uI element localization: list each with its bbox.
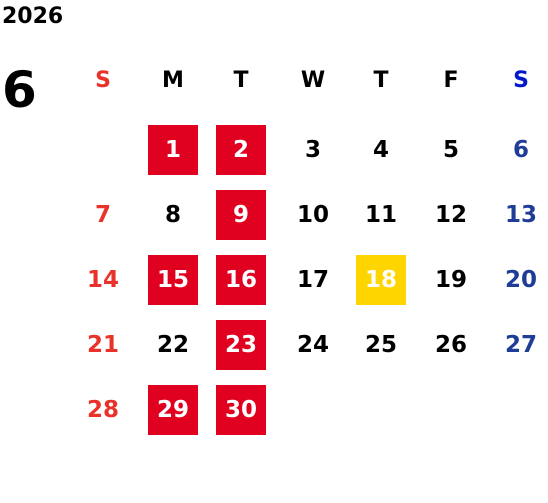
weekday-header: F (443, 67, 459, 93)
day-cell-5[interactable]: 5 (442, 137, 459, 163)
day-cell-22[interactable]: 22 (156, 332, 189, 358)
day-cell-14[interactable]: 14 (86, 267, 119, 293)
weekday-header: S (95, 67, 111, 93)
day-cell-25[interactable]: 25 (364, 332, 397, 358)
day-cell-8[interactable]: 8 (164, 202, 181, 228)
day-cell-29[interactable]: 29 (148, 385, 198, 435)
day-cell-30[interactable]: 30 (216, 385, 266, 435)
weekday-header: T (373, 67, 389, 93)
day-cell-21[interactable]: 21 (86, 332, 119, 358)
day-cell-11[interactable]: 11 (364, 202, 397, 228)
day-cell-24[interactable]: 24 (296, 332, 329, 358)
day-cell-17[interactable]: 17 (296, 267, 329, 293)
day-cell-2[interactable]: 2 (216, 125, 266, 175)
calendar-month: 6 (2, 61, 37, 119)
day-cell-6[interactable]: 6 (512, 137, 529, 163)
weekday-header: T (233, 67, 249, 93)
day-cell-9[interactable]: 9 (216, 190, 266, 240)
calendar-year: 2026 (2, 4, 64, 29)
weekday-header: W (300, 67, 326, 93)
day-cell-10[interactable]: 10 (296, 202, 329, 228)
day-cell-12[interactable]: 12 (434, 202, 467, 228)
day-cell-20[interactable]: 20 (504, 267, 537, 293)
day-cell-23[interactable]: 23 (216, 320, 266, 370)
day-cell-15[interactable]: 15 (148, 255, 198, 305)
day-cell-26[interactable]: 26 (434, 332, 467, 358)
weekday-header: S (513, 67, 529, 93)
day-cell-7[interactable]: 7 (94, 202, 111, 228)
day-cell-18[interactable]: 18 (356, 255, 406, 305)
day-cell-19[interactable]: 19 (434, 267, 467, 293)
day-cell-1[interactable]: 1 (148, 125, 198, 175)
day-cell-27[interactable]: 27 (504, 332, 537, 358)
day-cell-3[interactable]: 3 (304, 137, 321, 163)
day-cell-4[interactable]: 4 (372, 137, 389, 163)
day-cell-16[interactable]: 16 (216, 255, 266, 305)
weekday-header: M (162, 67, 184, 93)
day-cell-28[interactable]: 28 (86, 397, 119, 423)
day-cell-13[interactable]: 13 (504, 202, 537, 228)
